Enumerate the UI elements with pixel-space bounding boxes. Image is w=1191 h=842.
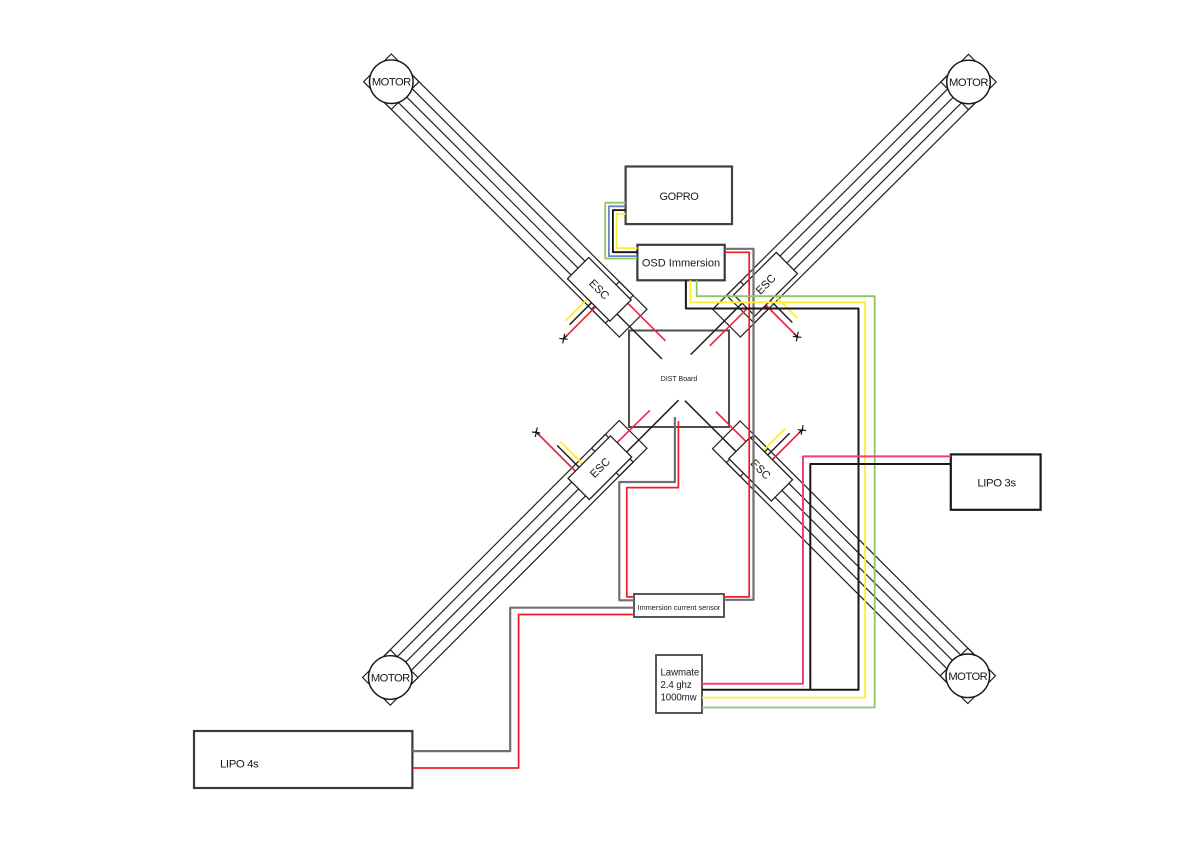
svg-text:MOTOR: MOTOR	[949, 77, 988, 89]
svg-text:2.4 ghz: 2.4 ghz	[661, 680, 692, 691]
svg-text:DIST Board: DIST Board	[661, 376, 698, 383]
svg-text:MOTOR: MOTOR	[948, 671, 987, 683]
svg-text:MOTOR: MOTOR	[371, 673, 410, 685]
svg-text:OSD Immersion: OSD Immersion	[642, 258, 720, 270]
svg-text:MOTOR: MOTOR	[372, 77, 411, 89]
svg-text:Immersion current sensor: Immersion current sensor	[638, 603, 721, 612]
svg-text:GOPRO: GOPRO	[660, 191, 700, 203]
svg-text:LIPO 3s: LIPO 3s	[977, 478, 1016, 490]
svg-text:1000mw: 1000mw	[661, 693, 698, 704]
svg-text:Lawmate: Lawmate	[661, 668, 700, 679]
svg-text:LIPO 4s: LIPO 4s	[220, 758, 259, 770]
